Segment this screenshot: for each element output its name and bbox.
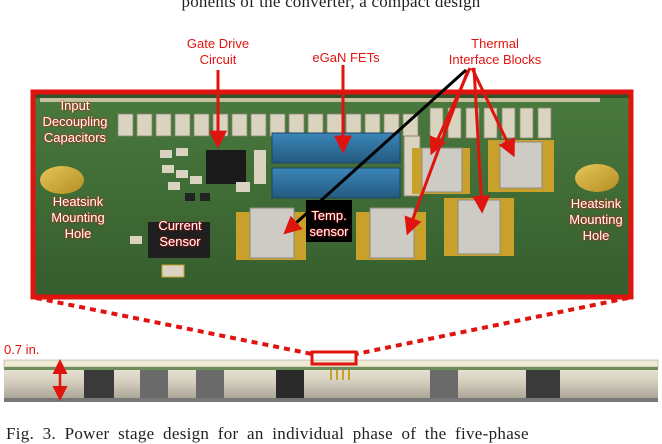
heatsink-right-label: Heatsink Mounting Hole: [569, 196, 623, 243]
current-sensor-part: [130, 222, 210, 278]
input-capacitors-label: Input Decoupling Capacitors: [42, 98, 108, 145]
annotation-arrows: [209, 65, 515, 236]
egan-fets-label: eGaN FETs: [312, 50, 380, 65]
heatsink-left-label: Heatsink Mounting Hole: [51, 194, 105, 241]
edge-pads: [40, 98, 600, 102]
heatsink-hole-left: [40, 166, 84, 194]
zoom-lines: [35, 296, 629, 356]
zoom-frame: [30, 89, 634, 300]
gate-drive-label: Gate Drive Circuit: [186, 36, 250, 67]
heatsink-hole-right: [575, 164, 619, 192]
dimension-label: 0.7 in.: [4, 342, 40, 357]
zoom-source-box: [310, 350, 358, 366]
figure-caption: Fig. 3. Power stage design for an indivi…: [6, 424, 529, 443]
gate-drive-parts: [160, 148, 266, 201]
temp-sensor-label: Temp. sensor: [309, 208, 349, 239]
thermal-blocks: [236, 140, 554, 260]
preceding-text-line: ponents of the converter, a compact desi…: [181, 0, 481, 11]
current-sensor-label: Current Sensor: [158, 218, 202, 249]
thermal-blocks-label: Thermal Interface Blocks: [448, 36, 542, 67]
capacitor-row: [117, 107, 552, 139]
side-view: [3, 359, 659, 402]
